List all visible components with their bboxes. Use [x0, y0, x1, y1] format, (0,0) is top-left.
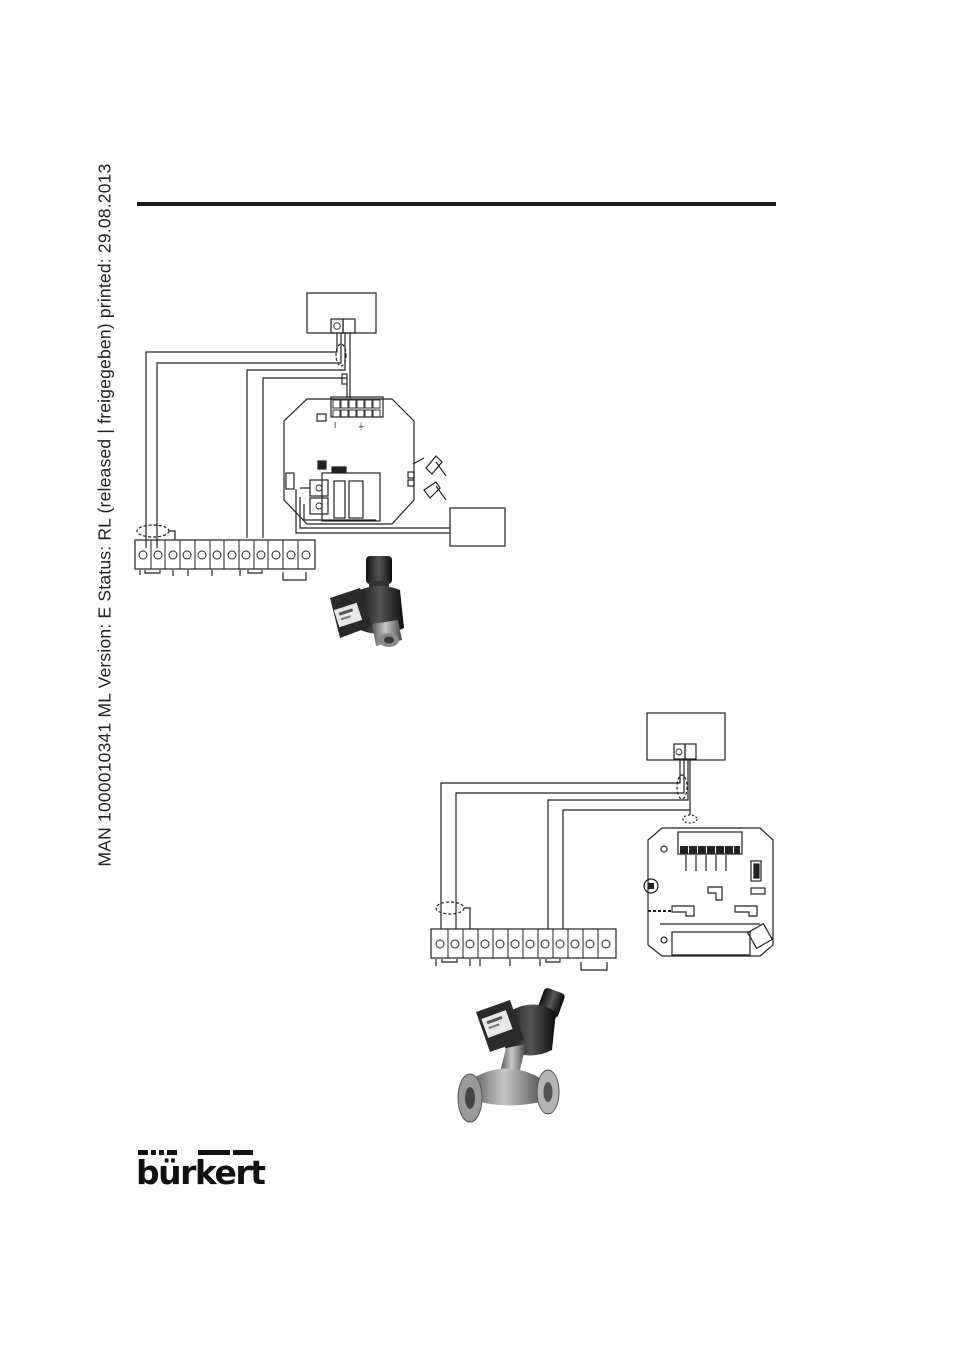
bottom-external-device-box [647, 713, 725, 760]
logo-wordmark: bürkert [136, 1156, 264, 1190]
bottom-wiring-diagram [431, 713, 773, 970]
top-device-ground-terminal [331, 319, 343, 333]
bottom-valve-photo [458, 987, 566, 1122]
top-valve-photo [330, 556, 404, 647]
top-power-supply-box [450, 508, 505, 546]
ground-label: ⏚ [357, 422, 365, 431]
top-wiring-diagram [135, 293, 505, 580]
switch-label: I [334, 421, 336, 430]
top-external-device-box [307, 293, 376, 333]
burkert-logo: bürkert [136, 1150, 256, 1192]
